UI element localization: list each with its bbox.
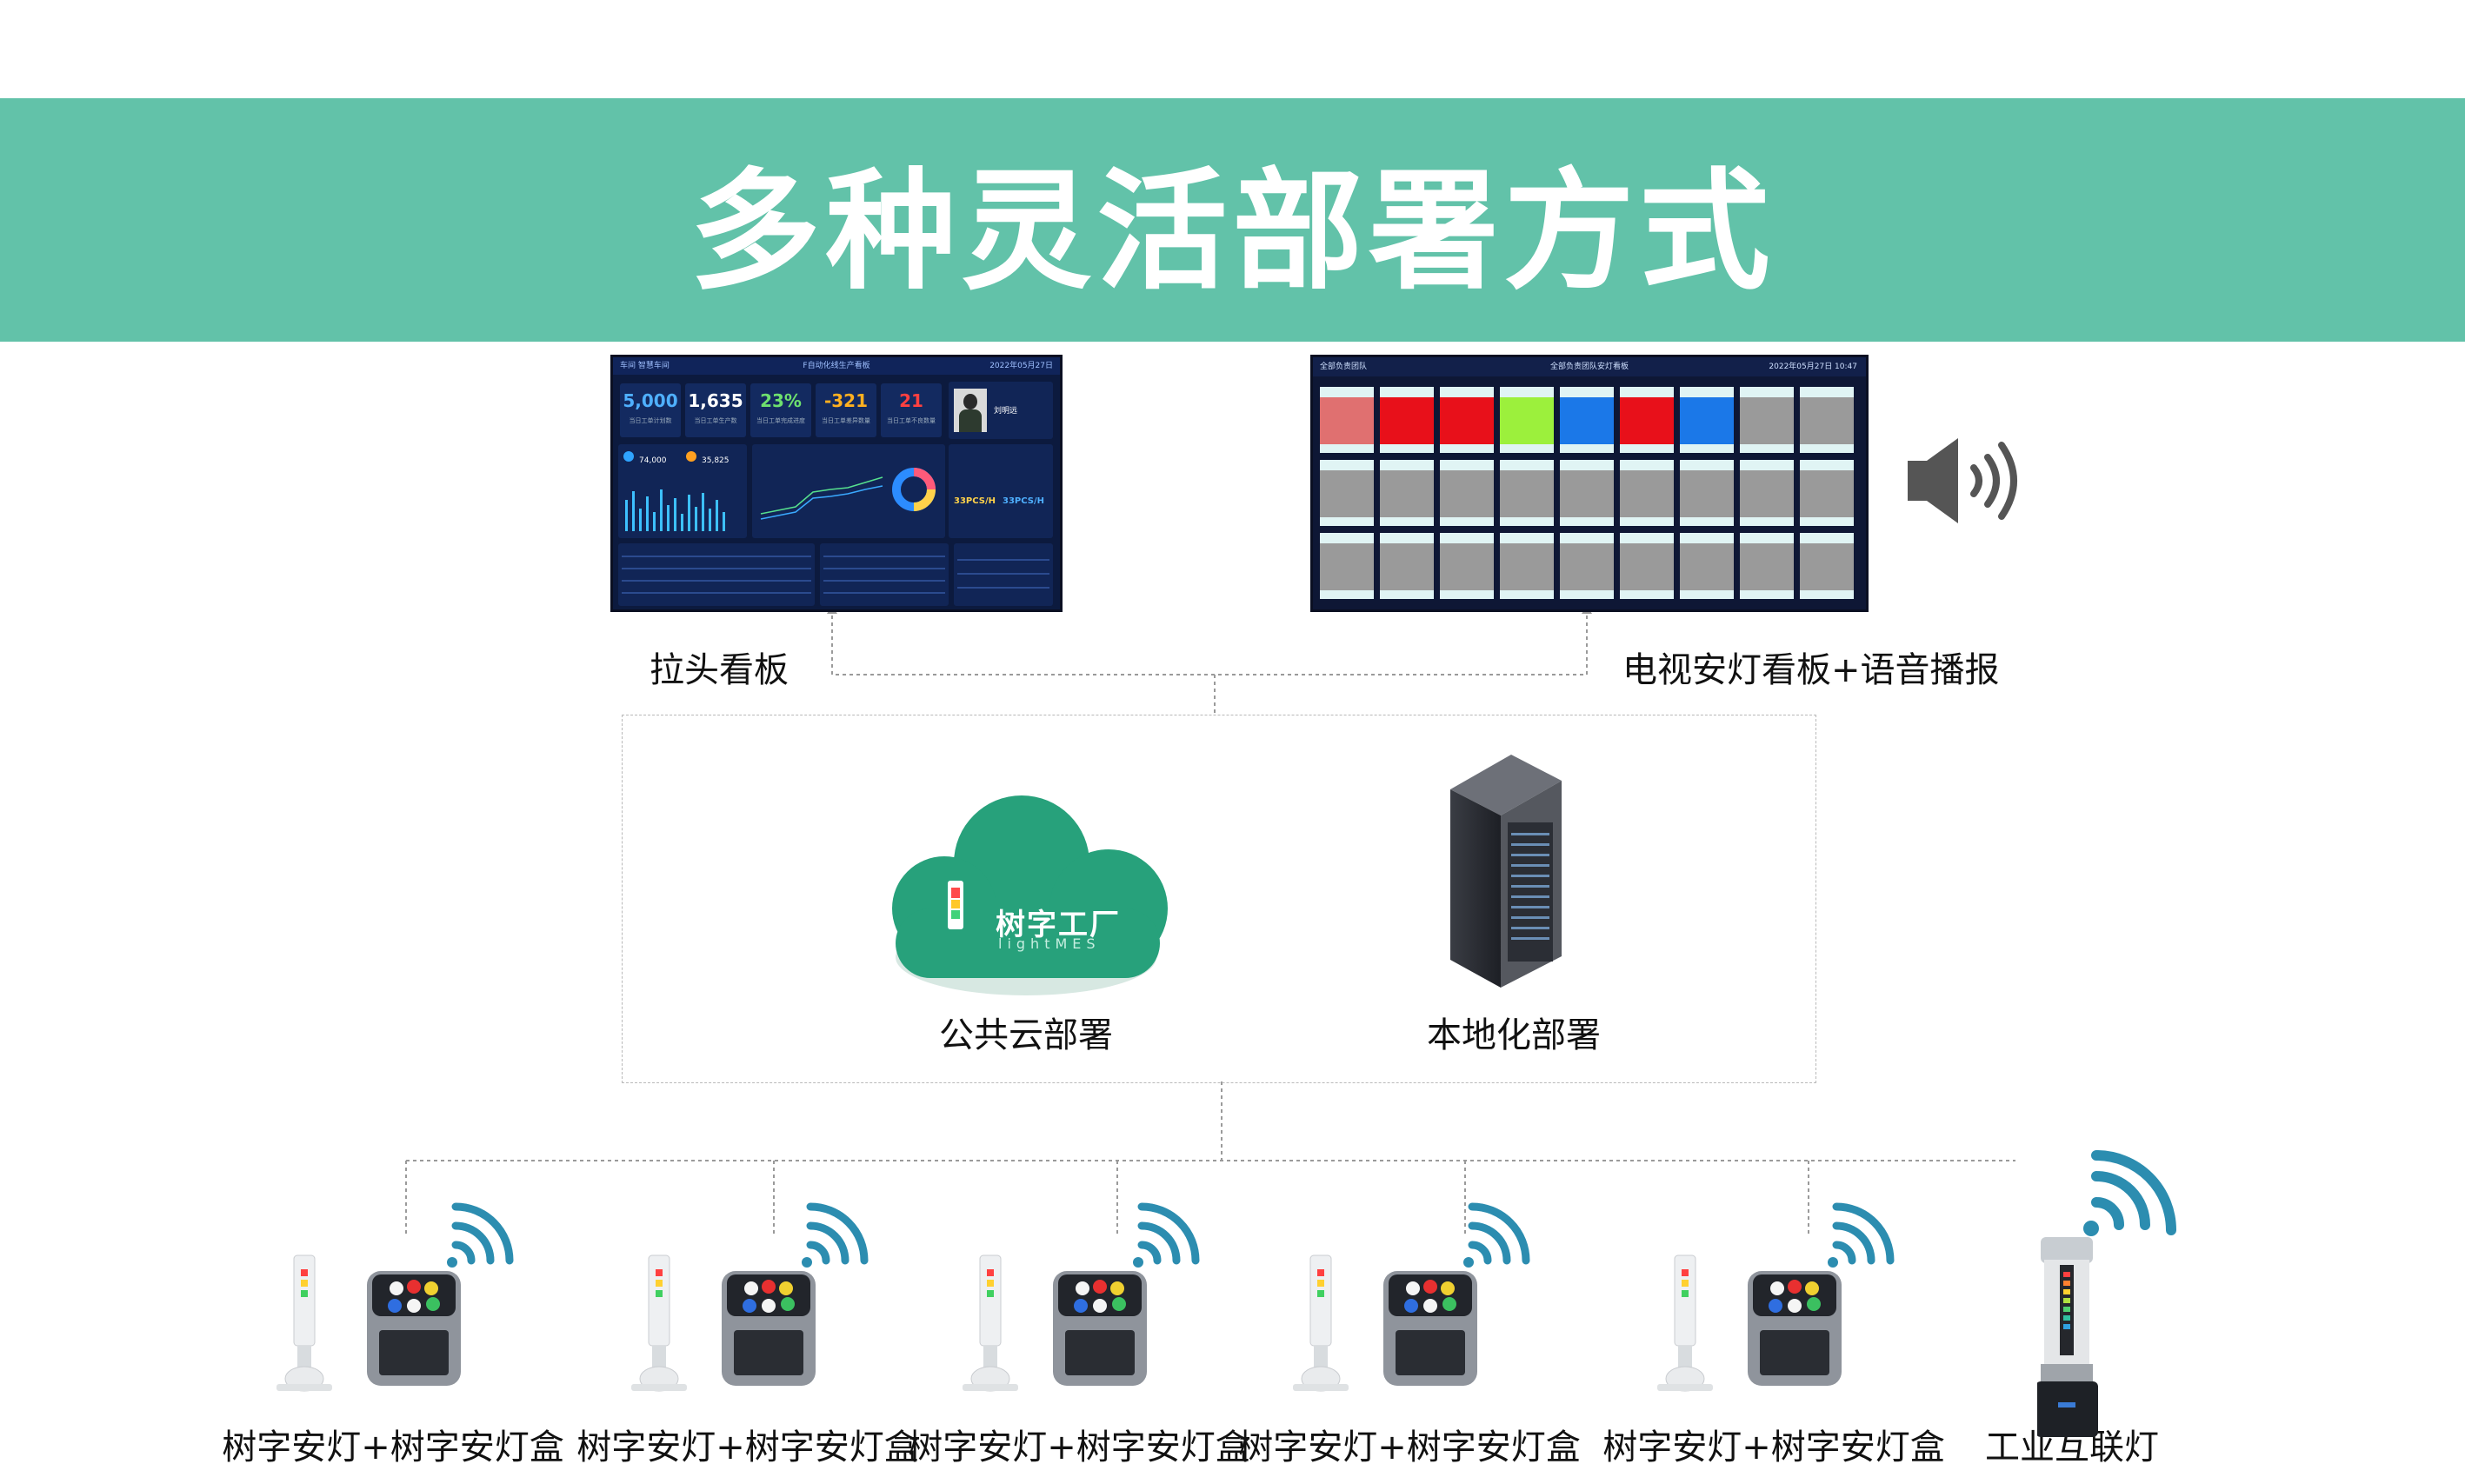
- kpi-card: 21 当日工单不良数量: [881, 383, 942, 437]
- dashboard-header-left: 车间 智慧车间: [620, 362, 670, 370]
- bar-sparkline: [625, 489, 725, 531]
- device-label: 树字安灯+树字安灯盒: [1238, 1427, 1581, 1467]
- andon-device-group: 树字安灯+树字安灯盒: [222, 1200, 564, 1467]
- device-label: 树字安灯+树字安灯盒: [576, 1427, 919, 1467]
- device-label: 树字安灯+树字安灯盒: [222, 1427, 564, 1467]
- page-title: 多种灵活部署方式: [690, 156, 1775, 308]
- person-name: 刘明远: [994, 407, 1018, 416]
- andon-tile: [1620, 460, 1674, 526]
- production-dashboard-screen: 车间 智慧车间 F自动化线生产看板 2022年05月27日 5,000 当日工单…: [610, 355, 1063, 612]
- andon-tile: [1380, 533, 1434, 599]
- data-table-panel: [618, 543, 815, 606]
- kpi-caption: 当日工单不良数量: [887, 417, 936, 424]
- andon-tile: [1440, 533, 1494, 599]
- andon-tile: [1680, 460, 1734, 526]
- kpi-value: -321: [823, 390, 869, 411]
- rate-value: 33PCS/H: [1003, 496, 1044, 506]
- andon-tile: [1620, 533, 1674, 599]
- andon-tile: [1440, 460, 1494, 526]
- title-banner: 多种灵活部署方式: [0, 98, 2465, 342]
- andon-tile: [1800, 387, 1854, 453]
- data-table-panel: [820, 543, 949, 606]
- kpi-card: 5,000 当日工单计划数: [620, 383, 681, 437]
- kpi-value: 23%: [760, 390, 802, 411]
- andon-datetime: 2022年05月27日 10:47: [1769, 363, 1857, 371]
- server-rack-icon: [1450, 755, 1562, 988]
- andon-light-and-box-icon: [963, 1202, 1200, 1392]
- device-label: 树字安灯+树字安灯盒: [908, 1427, 1250, 1467]
- avatar: [954, 389, 987, 432]
- kpi-caption: 当日工单生产数: [694, 417, 737, 424]
- public-cloud-label: 公共云部署: [939, 1015, 1113, 1055]
- kpi-caption: 当日工单计划数: [629, 417, 672, 424]
- andon-tile: [1800, 460, 1854, 526]
- andon-light-and-box-icon: [1657, 1202, 1895, 1392]
- data-table-panel: [954, 543, 1053, 606]
- andon-tile: [1560, 533, 1614, 599]
- dashboard-title: F自动化线生产看板: [803, 362, 870, 370]
- kpi-value: 5,000: [623, 390, 678, 411]
- kpi-caption: 当日工单完成进度: [756, 417, 805, 424]
- andon-tile: [1740, 460, 1794, 526]
- andon-device-group: 树字安灯+树字安灯盒: [1602, 1200, 1945, 1467]
- stat-value: 74,000: [639, 456, 667, 465]
- andon-header: 全部负责团队 全部负责团队安灯看板 2022年05月27日 10:47: [1313, 357, 1866, 376]
- board2-label: 电视安灯看板+语音播报: [1622, 650, 2000, 690]
- kpi-caption: 当日工单差异数量: [822, 417, 870, 424]
- cloud-logo-text: 树字工厂: [996, 908, 1121, 942]
- andon-tile: [1320, 533, 1374, 599]
- trend-line-chart: [760, 468, 936, 520]
- andon-tile: [1560, 387, 1614, 453]
- andon-title: 全部负责团队安灯看板: [1549, 363, 1629, 371]
- andon-team-select: 全部负责团队: [1320, 363, 1368, 371]
- iot-light-icon: [2037, 1150, 2176, 1437]
- andon-tile: [1740, 533, 1794, 599]
- andon-tile: [1740, 387, 1794, 453]
- andon-tile: [1620, 387, 1674, 453]
- andon-tile: [1680, 533, 1734, 599]
- andon-light-and-box-icon: [1293, 1202, 1530, 1392]
- rate-panel: 33PCS/H 33PCS/H: [949, 444, 1053, 538]
- andon-tile: [1320, 387, 1374, 453]
- kpi-card: 23% 当日工单完成进度: [750, 383, 811, 437]
- kpi-value: 1,635: [688, 390, 743, 411]
- andon-tile: [1500, 533, 1554, 599]
- andon-device-group: 树字安灯+树字安灯盒: [1238, 1200, 1581, 1467]
- andon-tv-screen: 全部负责团队 全部负责团队安灯看板 2022年05月27日 10:47: [1310, 355, 1869, 612]
- andon-light-and-box-icon: [276, 1202, 514, 1392]
- andon-tile: [1680, 387, 1734, 453]
- andon-tile: [1380, 387, 1434, 453]
- andon-device-group: 树字安灯+树字安灯盒: [908, 1200, 1250, 1467]
- device-label: 树字安灯+树字安灯盒: [1602, 1427, 1945, 1467]
- stat-value: 35,825: [702, 456, 730, 465]
- dashboard-date: 2022年05月27日: [989, 362, 1053, 370]
- andon-tile: [1440, 387, 1494, 453]
- andon-tile: [1500, 387, 1554, 453]
- kpi-card: -321 当日工单差异数量: [816, 383, 876, 437]
- stats-panel: 74,000 35,825: [618, 444, 747, 538]
- andon-device-group: 树字安灯+树字安灯盒: [576, 1200, 919, 1467]
- public-cloud-icon: [892, 795, 1168, 995]
- cloud-logo-subtext: lightMES: [998, 935, 1101, 952]
- dashboard-header: 车间 智慧车间 F自动化线生产看板 2022年05月27日: [613, 357, 1060, 375]
- andon-tile: [1800, 533, 1854, 599]
- kpi-value: 21: [899, 390, 923, 411]
- andon-tile: [1560, 460, 1614, 526]
- andon-light-and-box-icon: [631, 1202, 869, 1392]
- trend-chart-panel: [752, 444, 945, 538]
- board1-label: 拉头看板: [650, 650, 789, 690]
- andon-tile: [1320, 460, 1374, 526]
- local-server-label: 本地化部署: [1427, 1015, 1601, 1055]
- rate-value: 33PCS/H: [954, 496, 996, 506]
- deployment-box: [622, 715, 1816, 1083]
- speaker-icon: [1908, 438, 2017, 523]
- andon-tile: [1380, 460, 1434, 526]
- person-card: 刘明远: [949, 382, 1053, 439]
- andon-tile: [1500, 460, 1554, 526]
- kpi-card: 1,635 当日工单生产数: [685, 383, 746, 437]
